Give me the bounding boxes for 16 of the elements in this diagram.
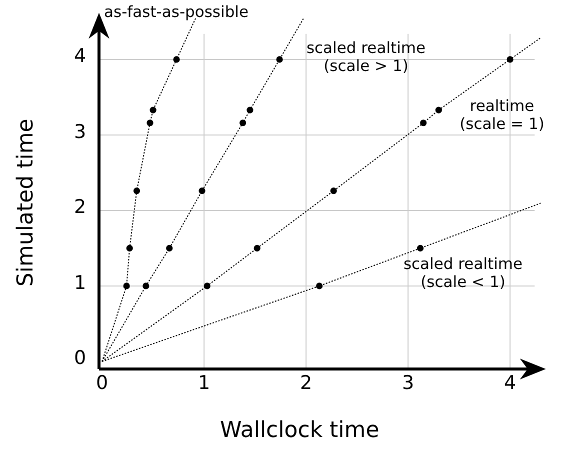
tick-label: 3 — [74, 122, 86, 144]
series-label: realtime (scale = 1) — [458, 98, 546, 134]
series-label: scaled realtime (scale < 1) — [402, 256, 524, 292]
tick-label: 1 — [198, 373, 210, 395]
tick-label: 4 — [74, 46, 86, 68]
tick-label: 4 — [504, 373, 516, 395]
tick-label: 0 — [74, 348, 86, 370]
axis-title: Simulated time — [13, 118, 39, 287]
tick-label: 1 — [74, 272, 86, 295]
series-label: scaled realtime (scale > 1) — [305, 40, 427, 76]
tick-label: 3 — [402, 373, 414, 395]
tick-label: 2 — [74, 197, 86, 220]
series-label: as-fast-as-possible — [104, 4, 248, 22]
tick-label: 0 — [96, 373, 108, 395]
axis-title: Wallclock time — [220, 418, 380, 444]
tick-label: 2 — [300, 373, 312, 395]
